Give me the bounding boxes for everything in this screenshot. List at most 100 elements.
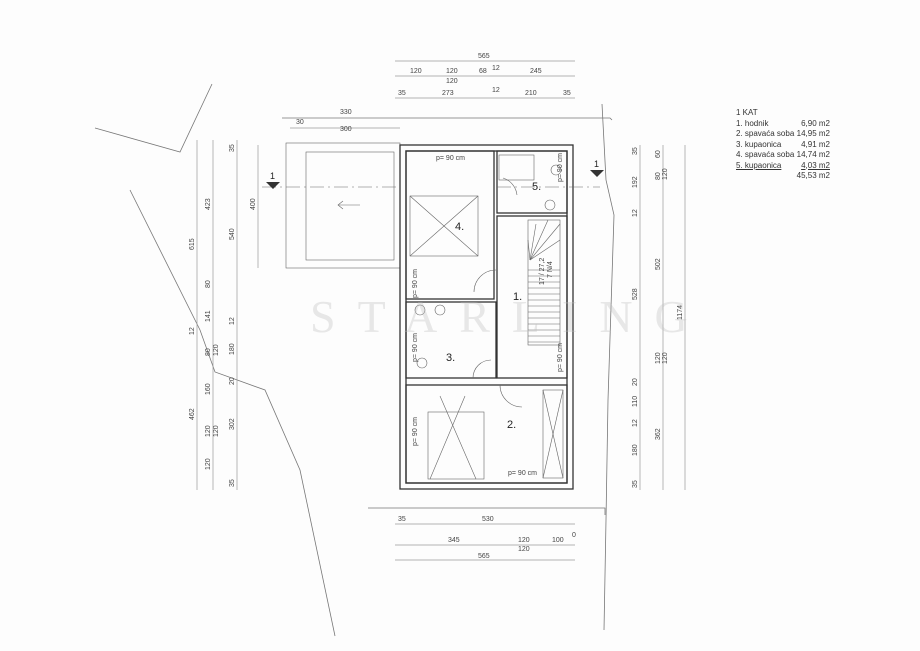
- dim-label: 120: [205, 425, 212, 437]
- dim-label: 68: [479, 68, 487, 75]
- terrain-line-top-left: [94, 83, 213, 153]
- dim-label: 120: [662, 168, 669, 180]
- section-label-left: 1: [270, 171, 275, 181]
- shower: [498, 154, 535, 181]
- watermark: STARLING: [310, 291, 710, 342]
- dim-label: 12: [189, 327, 196, 335]
- dim-label: 120: [518, 546, 530, 553]
- dim-label: 120: [205, 458, 212, 470]
- dim-label: 12: [492, 87, 500, 94]
- dim-label: 80: [205, 280, 212, 288]
- sink-icon: [544, 199, 556, 211]
- room-label-1: 1.: [513, 291, 522, 303]
- door-swing: [499, 384, 523, 408]
- dim-label: 192: [632, 176, 639, 188]
- yard-outline-bottom: [368, 507, 606, 515]
- dim-label: 35: [632, 480, 639, 488]
- plot-boundary-left: [129, 189, 336, 637]
- dim-label: 12: [492, 65, 500, 72]
- window-label: p= 90 cm: [508, 470, 537, 477]
- dim-label: 540: [229, 228, 236, 240]
- dim-label: 120: [213, 344, 220, 356]
- section-label-right: 1: [594, 159, 599, 169]
- room-name: 2. spavaća soba: [736, 129, 795, 138]
- staircase: [527, 219, 561, 346]
- dim-label: 120: [446, 68, 458, 75]
- terrace-inner: [305, 151, 395, 261]
- room-area: 4,03 m2: [801, 160, 830, 170]
- room-area: 14,74 m2: [796, 150, 830, 159]
- stair-winder: [529, 239, 561, 261]
- dim-label: 30: [296, 119, 304, 126]
- toilet-icon: [416, 357, 428, 369]
- room-label-5: 5.: [532, 181, 541, 193]
- door-swing: [502, 177, 518, 196]
- dim-label: 12: [632, 209, 639, 217]
- dim-label: 20: [632, 378, 639, 386]
- room-name: 1. hodnik: [736, 118, 769, 128]
- exterior-wall: [399, 144, 574, 490]
- dim-label: 100: [552, 537, 564, 544]
- room-area: 4,91 m2: [801, 139, 830, 149]
- wardrobe: [542, 389, 564, 479]
- room-name: 5. kupaonica: [736, 160, 782, 170]
- dim-label: 120: [662, 352, 669, 364]
- dim-label: 273: [442, 90, 454, 97]
- dim-label: 462: [189, 408, 196, 420]
- room-label-2: 2.: [507, 419, 516, 431]
- stair-hall: [496, 215, 568, 379]
- room-2-outline: [405, 384, 568, 484]
- dim-label: 80: [205, 348, 212, 356]
- bed-room-4: [409, 195, 479, 257]
- dim-label: 160: [205, 383, 212, 395]
- window-label: p= 90 cm: [436, 155, 465, 162]
- sink-icon: [434, 304, 446, 316]
- dim-label: 120: [446, 78, 458, 85]
- stair-winder: [529, 223, 537, 261]
- bed-room-2: [427, 411, 485, 480]
- dim-label: 20: [229, 377, 236, 385]
- stair-winder: [529, 219, 549, 261]
- section-marker-left-icon: [266, 182, 280, 189]
- section-marker-right-icon: [590, 170, 604, 177]
- dim-label: 180: [632, 444, 639, 456]
- stair-winder: [527, 239, 531, 261]
- dim-label: 35: [398, 90, 406, 97]
- dim-label: 12: [229, 317, 236, 325]
- dim-label: 530: [482, 516, 494, 523]
- room-label-3: 3.: [446, 352, 455, 364]
- dim-label: 120: [213, 425, 220, 437]
- terrace: [285, 142, 401, 269]
- dim-label: 120: [655, 352, 662, 364]
- window-label: p= 90 cm: [557, 343, 564, 372]
- dim-label: 60: [655, 150, 662, 158]
- dim-label: 210: [525, 90, 537, 97]
- dim-label: 330: [340, 109, 352, 116]
- dim-label: 528: [632, 288, 639, 300]
- window-label: p= 90 cm: [412, 269, 419, 298]
- dim-label: 35: [229, 479, 236, 487]
- stair-label: 17 / 27,2: [539, 258, 546, 285]
- dimension-lines: [196, 60, 686, 561]
- dim-label: 565: [478, 53, 490, 60]
- room-label-4: 4.: [455, 221, 464, 233]
- dim-label: 110: [632, 396, 639, 407]
- room-3-outline: [405, 301, 497, 379]
- stair-outline: [527, 219, 561, 346]
- dim-label: 423: [205, 198, 212, 210]
- dim-label: 35: [632, 147, 639, 155]
- dim-label: 141: [205, 310, 212, 322]
- room-4-outline: [405, 150, 495, 300]
- dim-label: 35: [563, 90, 571, 97]
- dim-label: 80: [655, 172, 662, 180]
- room-name: 3. kupaonica: [736, 139, 782, 149]
- room-name: 4. spavaća soba: [736, 150, 795, 159]
- dim-label: 35: [229, 144, 236, 152]
- dim-label: 120: [410, 68, 422, 75]
